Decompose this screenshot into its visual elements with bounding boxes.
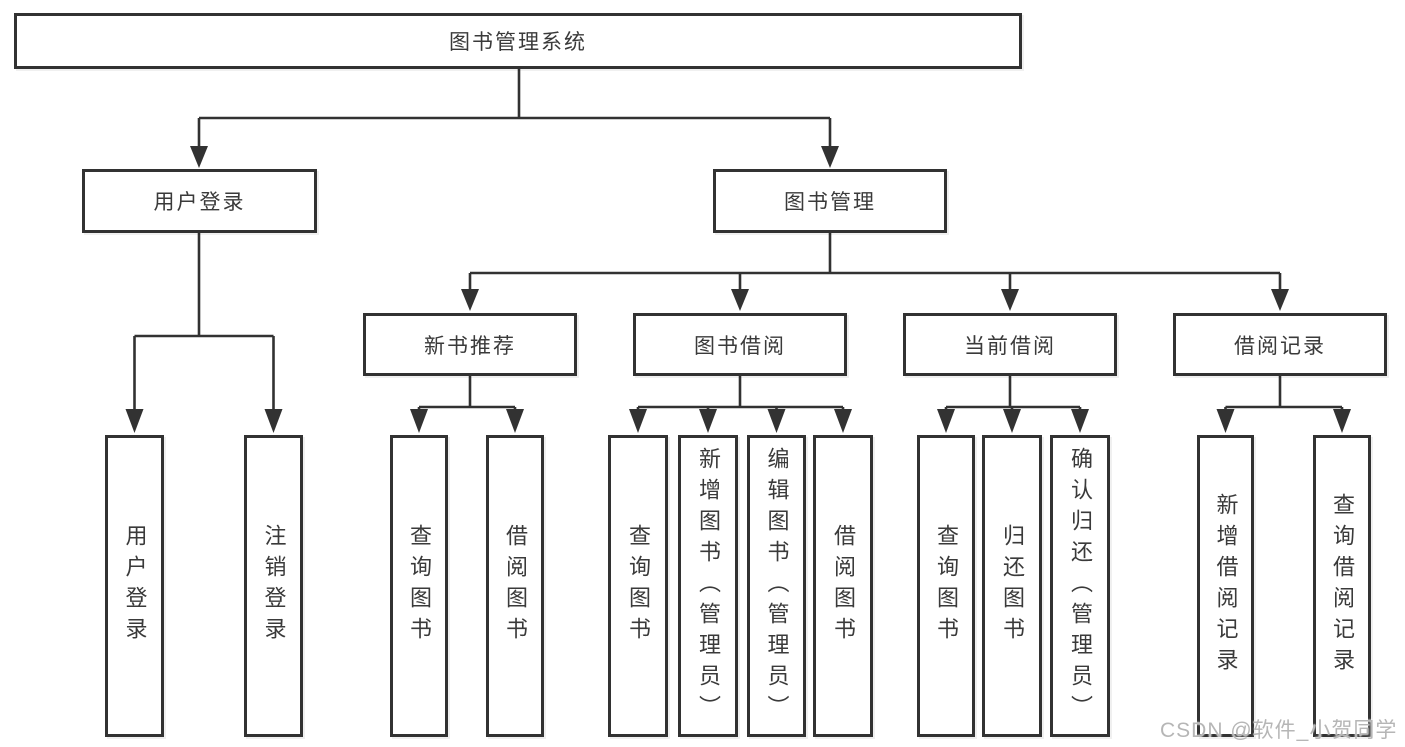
- leaf-label: 新增借阅记录: [1213, 493, 1239, 679]
- node-book-borrow: 图书借阅: [633, 313, 847, 376]
- leaf-add-borrow-record: 新增借阅记录: [1197, 435, 1254, 737]
- node-new-book-recommend: 新书推荐: [363, 313, 577, 376]
- node-label: 新书推荐: [424, 334, 516, 358]
- leaf-edit-books-admin: 编辑图书（管理员）: [747, 435, 806, 737]
- leaf-logout: 注销登录: [244, 435, 303, 737]
- leaf-label: 借阅图书: [831, 524, 856, 648]
- node-label: 当前借阅: [964, 334, 1056, 358]
- node-current-borrow: 当前借阅: [903, 313, 1117, 376]
- leaf-label: 借阅图书: [503, 524, 528, 648]
- leaf-label: 查询图书: [934, 524, 959, 648]
- leaf-query-books: 查询图书: [390, 435, 448, 737]
- node-label: 图书借阅: [694, 334, 786, 358]
- node-library-management-system: 图书管理系统: [14, 13, 1022, 69]
- node-label: 图书管理系统: [449, 31, 587, 54]
- leaf-label: 编辑图书（管理员）: [764, 446, 790, 726]
- leaf-user-login: 用户登录: [105, 435, 164, 737]
- leaf-confirm-return-admin: 确认归还（管理员）: [1050, 435, 1110, 737]
- leaf-label: 归还图书: [1000, 524, 1025, 648]
- leaf-label: 用户登录: [122, 524, 148, 648]
- leaf-return-books: 归还图书: [982, 435, 1042, 737]
- leaf-add-books-admin: 新增图书（管理员）: [678, 435, 738, 737]
- leaf-borrow-books: 借阅图书: [486, 435, 544, 737]
- node-borrow-records: 借阅记录: [1173, 313, 1387, 376]
- node-label: 图书管理: [784, 191, 876, 214]
- node-label: 借阅记录: [1234, 334, 1326, 358]
- leaf-label: 新增图书（管理员）: [696, 446, 721, 726]
- leaf-query-books-3: 查询图书: [917, 435, 975, 737]
- leaf-query-books-2: 查询图书: [608, 435, 668, 737]
- leaf-borrow-books-2: 借阅图书: [813, 435, 873, 737]
- leaf-label: 查询图书: [407, 524, 432, 648]
- node-book-management: 图书管理: [713, 169, 947, 233]
- node-label: 用户登录: [153, 191, 246, 214]
- leaf-label: 确认归还（管理员）: [1068, 446, 1093, 726]
- leaf-label: 查询借阅记录: [1330, 493, 1355, 679]
- leaf-query-borrow-record: 查询借阅记录: [1313, 435, 1371, 737]
- node-user-login: 用户登录: [82, 169, 317, 233]
- leaf-label: 查询图书: [626, 524, 651, 648]
- leaf-label: 注销登录: [261, 524, 287, 648]
- csdn-watermark: CSDN @软件_小贺同学: [1160, 719, 1398, 742]
